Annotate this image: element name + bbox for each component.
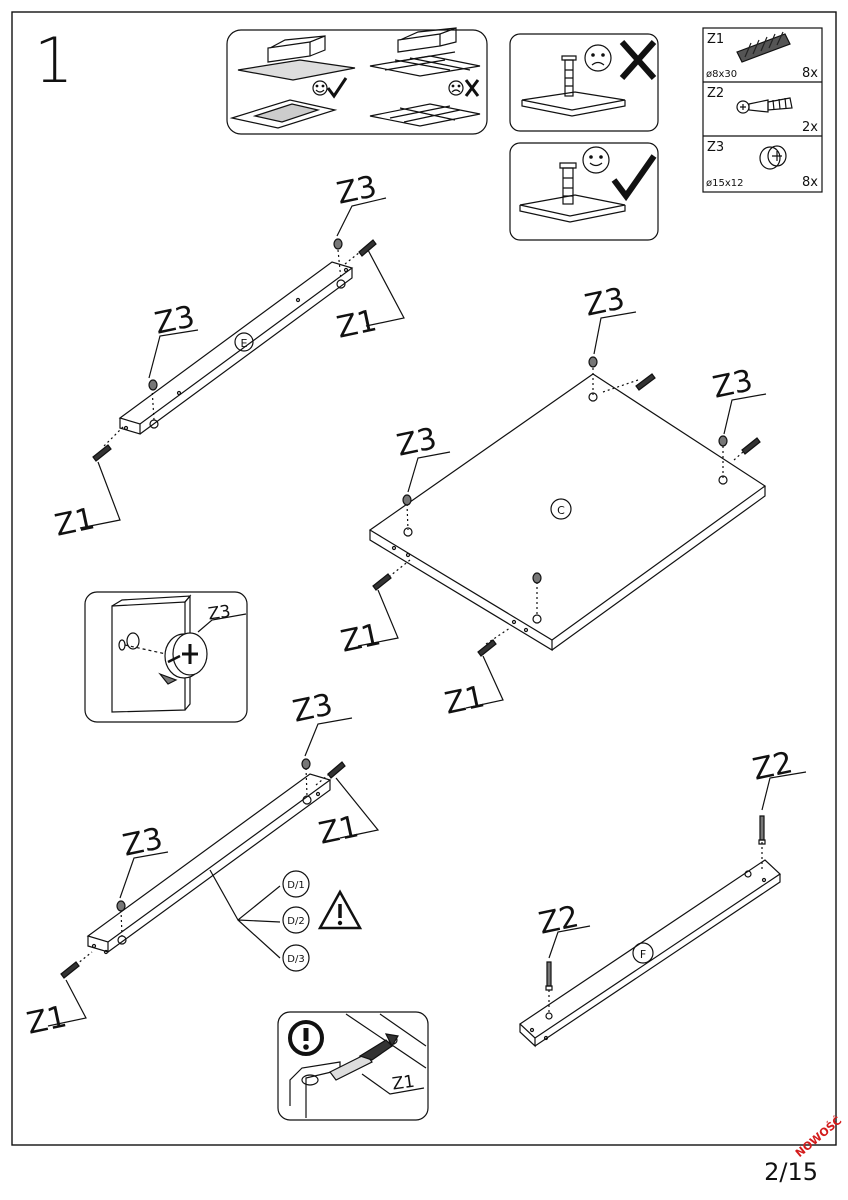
callout-z3: Z3 — [582, 281, 628, 323]
legend-size-z3: ø15x12 — [706, 178, 744, 189]
legend-code-z3: Z3 — [707, 140, 724, 155]
parts-legend — [702, 27, 823, 193]
variant-label-d3: D/3 — [287, 954, 304, 965]
callout-z1: Z1 — [52, 501, 98, 543]
legend-qty-z1: 8x — [802, 66, 818, 81]
variant-marker — [282, 944, 310, 972]
callout-z3: Z3 — [394, 421, 440, 463]
wrong-fitting-hint — [509, 33, 659, 132]
cam-lock-icon — [116, 900, 126, 912]
panel-label-c: C — [557, 504, 565, 517]
callout-z3: Z3 — [710, 363, 756, 405]
callout-z1: Z1 — [338, 617, 384, 659]
wooden-dowel-icon — [372, 573, 392, 591]
cam-bolt-icon — [736, 97, 793, 114]
callout-z2: Z2 — [536, 899, 582, 941]
legend-code-z1: Z1 — [707, 32, 724, 47]
cam-lock-icon — [148, 379, 158, 391]
wooden-dowel-icon — [741, 437, 761, 455]
variant-marker — [282, 906, 310, 934]
cam-lock-icon — [333, 238, 343, 250]
variant-label-d2: D/2 — [287, 916, 304, 927]
floor-protection-hint — [226, 27, 488, 135]
panel-e — [103, 247, 366, 447]
variant-label-d1: D/1 — [287, 880, 304, 891]
callout-z1: Z1 — [24, 999, 70, 1041]
callout-z3: Z3 — [290, 687, 336, 729]
page-frame — [11, 11, 837, 1146]
wooden-dowel-icon — [358, 239, 377, 257]
callout-z3: Z3 — [334, 169, 380, 211]
cam-bolt-icon — [545, 961, 553, 991]
callout-z3: Z3 — [207, 602, 232, 625]
panel-label-e: E — [241, 337, 248, 350]
cam-lock-icon — [759, 145, 787, 170]
cam-bolt-icon — [758, 815, 766, 845]
step-number: 1 — [34, 24, 74, 97]
legend-qty-z2: 2x — [802, 120, 818, 135]
callout-z1: Z1 — [442, 679, 488, 721]
cam-lock-icon — [301, 758, 311, 770]
callout-z3: Z3 — [120, 821, 166, 863]
panel-c — [368, 368, 767, 652]
exclamation-icon — [288, 1020, 324, 1056]
variant-marker — [282, 870, 310, 898]
page-number: 2/15 — [764, 1158, 818, 1186]
wooden-dowel-icon — [92, 444, 112, 462]
legend-qty-z3: 8x — [802, 175, 818, 190]
callout-z2: Z2 — [750, 745, 796, 787]
wooden-dowel-icon — [477, 639, 497, 657]
panel-label-f: F — [640, 948, 646, 961]
wooden-dowel-icon — [60, 961, 80, 979]
warning-icon — [317, 889, 363, 930]
panel-d — [71, 767, 335, 969]
wooden-dowel-icon — [635, 373, 656, 391]
callout-z1: Z1 — [334, 303, 380, 345]
cam-lock-icon — [588, 356, 598, 368]
legend-code-z2: Z2 — [707, 86, 724, 101]
cam-lock-icon — [718, 435, 728, 447]
legend-size-z1: ø8x30 — [706, 69, 737, 80]
wooden-dowel-icon — [327, 761, 346, 779]
callout-z1: Z1 — [316, 809, 362, 851]
panel-f — [519, 842, 781, 1048]
cam-lock-icon — [402, 494, 412, 506]
correct-fitting-hint — [509, 142, 659, 241]
callout-z3: Z3 — [152, 299, 198, 341]
cam-lock-inset-hint — [84, 591, 248, 723]
wooden-dowel-icon — [736, 31, 791, 63]
callout-z1: Z1 — [391, 1072, 416, 1095]
cam-lock-icon — [532, 572, 542, 584]
dowel-detail-hint — [277, 1011, 429, 1121]
